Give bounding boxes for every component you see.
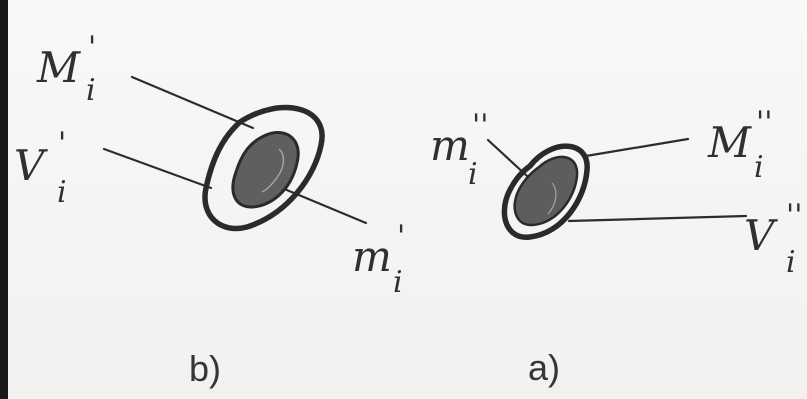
panel-b-label-M-prime: ' bbox=[88, 30, 96, 65]
panel-a-caption: a) bbox=[528, 347, 560, 388]
panel-b-label-m: m bbox=[352, 232, 393, 281]
panel-a-label-V-subscript: i bbox=[786, 245, 796, 280]
panel-a-label-V: V bbox=[744, 211, 778, 260]
panel-b-outer-leader bbox=[130, 75, 255, 130]
panel-b-label-M: M bbox=[36, 43, 81, 92]
left-page-shadow bbox=[0, 0, 8, 399]
panel-b-outer-contour bbox=[202, 104, 325, 232]
panel-b-label-m-prime: ' bbox=[397, 219, 405, 254]
panel-a-inner-leader bbox=[486, 138, 529, 178]
panel-a-label-m-subscript: i bbox=[468, 157, 478, 192]
panel-a-middle-leader bbox=[567, 214, 748, 223]
panel-b-label-M-subscript: i bbox=[86, 73, 96, 108]
panel-b-label-V: V bbox=[14, 141, 48, 190]
panel-a-label-m-prime: '' bbox=[472, 108, 489, 143]
panel-a-outer-leader bbox=[584, 137, 690, 158]
panel-b-label-m-subscript: i bbox=[393, 265, 403, 300]
panel-b-inner-highlight bbox=[261, 148, 285, 193]
panel-b-inner-region bbox=[231, 131, 300, 209]
panel-b-label-V-subscript: i bbox=[57, 175, 67, 210]
panel-a-label-M: M bbox=[707, 118, 752, 167]
panel-a-label-M-subscript: i bbox=[754, 150, 764, 185]
panel-a-inner-region bbox=[513, 155, 579, 227]
panel-b-caption: b) bbox=[189, 348, 221, 389]
panel-a-label-V-prime: '' bbox=[786, 198, 803, 233]
panel-b-middle-leader bbox=[102, 147, 213, 190]
panel-a-outer-contour bbox=[501, 143, 590, 240]
panel-a-inner-highlight bbox=[547, 182, 557, 215]
panel-a-label-m: m bbox=[430, 121, 471, 170]
panel-a-label-M-prime: '' bbox=[756, 105, 773, 140]
panel-b-label-V-prime: ' bbox=[58, 126, 66, 161]
